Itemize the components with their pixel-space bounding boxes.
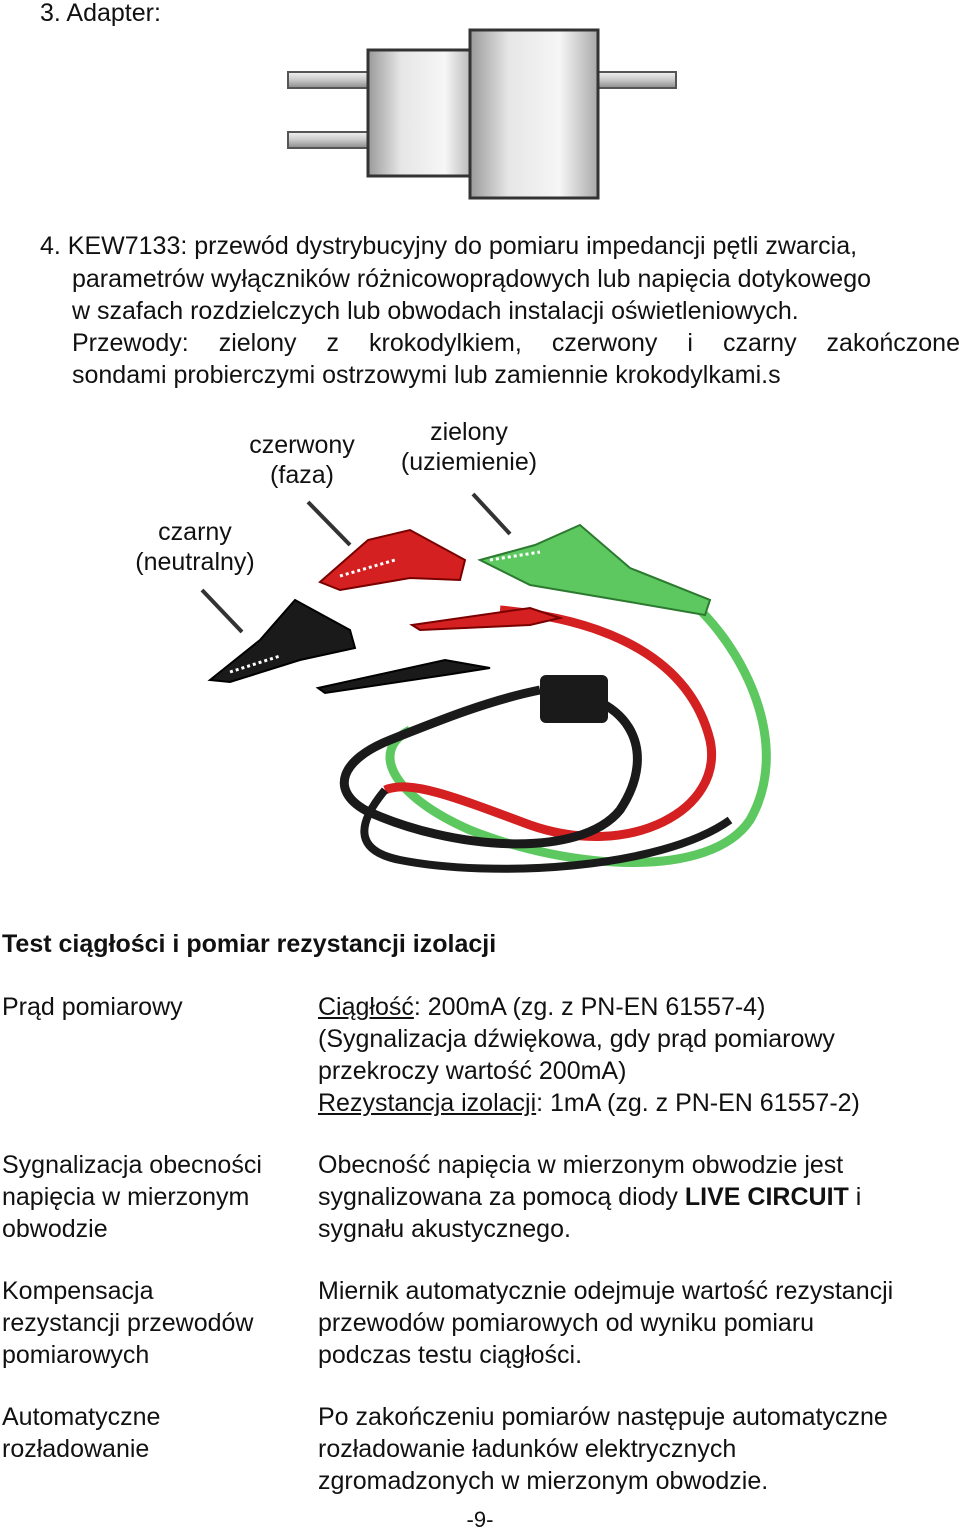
section-3-title: 3. Adapter: — [40, 0, 161, 27]
section-4-line: sondami probierczymi ostrzowymi lub zami… — [72, 361, 781, 389]
spec-label: rezystancji przewodów — [2, 1309, 254, 1337]
spec-label: obwodzie — [2, 1215, 108, 1243]
section-4-line: parametrów wyłączników różnicowoprądowyc… — [72, 265, 872, 293]
spec-value-line: Rezystancja izolacji: 1mA (zg. z PN-EN 6… — [318, 1089, 860, 1117]
spec-value-line: przekroczy wartość 200mA) — [318, 1057, 627, 1085]
spec-label: rozładowanie — [2, 1435, 150, 1463]
spec-value-line: (Sygnalizacja dźwiękowa, gdy prąd pomiar… — [318, 1025, 835, 1053]
spec-label: Kompensacja — [2, 1277, 154, 1305]
spec-label: Automatyczne — [2, 1403, 161, 1431]
spec-label: pomiarowych — [2, 1341, 150, 1369]
spec-label: napięcia w mierzonym — [2, 1183, 250, 1211]
spec-value-line: Obecność napięcia w mierzonym obwodzie j… — [318, 1151, 844, 1179]
adapter-plug-image — [287, 28, 677, 200]
spec-label: Prąd pomiarowy — [2, 993, 183, 1021]
spec-value-line: Miernik automatycznie odejmuje wartość r… — [318, 1277, 894, 1305]
test-leads-image — [200, 492, 771, 873]
spec-value-line: rozładowanie ładunków elektrycznych — [318, 1435, 737, 1463]
spec-value-line: Po zakończeniu pomiarów następuje automa… — [318, 1403, 888, 1431]
spec-value-line: podczas testu ciągłości. — [318, 1341, 583, 1369]
spec-value-line: zgromadzonych w mierzonym obwodzie. — [318, 1467, 769, 1495]
spec-value-line: przewodów pomiarowych od wyniku pomiaru — [318, 1309, 815, 1337]
spec-value-line: sygnału akustycznego. — [318, 1215, 571, 1243]
spec-label: Sygnalizacja obecności — [2, 1151, 262, 1179]
spec-value-line: sygnalizowana za pomocą diody LIVE CIRCU… — [318, 1183, 862, 1211]
section-4-line: Przewody: zielony z krokodylkiem, czerwo… — [72, 329, 960, 357]
page-number: -9- — [466, 1507, 494, 1532]
spec-value-line: Ciągłość: 200mA (zg. z PN-EN 61557-4) — [318, 993, 766, 1021]
section-4-line: 4. KEW7133: przewód dystrybucyjny do pom… — [40, 232, 858, 260]
section-4-line: w szafach rozdzielczych lub obwodach ins… — [72, 297, 799, 325]
black-lead-label: czarny(neutralny) — [135, 518, 255, 576]
red-lead-label: czerwony(faza) — [249, 431, 355, 489]
green-lead-label: zielony(uziemienie) — [400, 418, 538, 476]
live-circuit-label: LIVE CIRCUIT — [684, 1183, 849, 1211]
spec-heading: Test ciągłości i pomiar rezystancji izol… — [2, 930, 497, 958]
